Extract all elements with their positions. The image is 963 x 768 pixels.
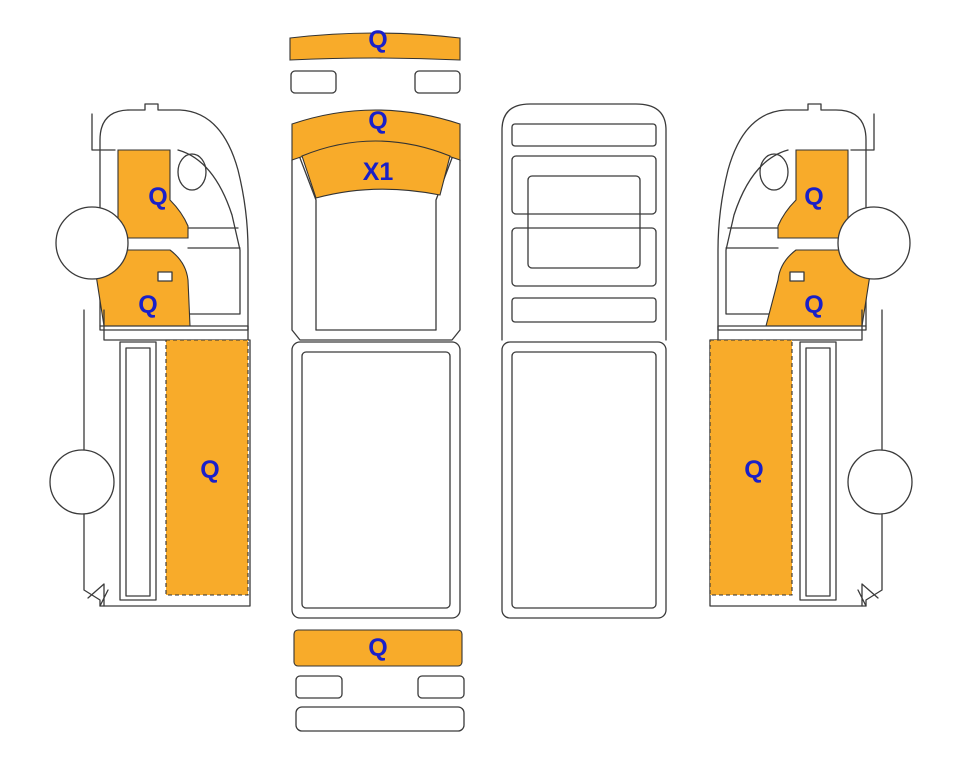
front-headlight-right [414, 70, 461, 94]
hood-code: Q [368, 107, 387, 135]
rear-bumper-panel [293, 629, 463, 667]
underside-bottom-bar [511, 297, 657, 323]
right-cargo-outline [709, 309, 883, 607]
underside-lower-frame [511, 227, 657, 287]
underside-cargo-outline [501, 341, 667, 619]
rear-step [295, 706, 465, 732]
rear-light-right [417, 675, 465, 699]
right-cab-sill [717, 325, 867, 341]
left-cargo-outline [83, 309, 251, 607]
rear-light-left [295, 675, 343, 699]
right-lower-door-panel [765, 249, 873, 327]
top-cab-inner [299, 157, 453, 331]
right-cargo-side-code: Q [744, 456, 763, 484]
left-rear-pillar-inner [125, 347, 151, 597]
underside-center-box [527, 175, 641, 269]
roof-inner [301, 351, 451, 609]
front-bumper-code: Q [368, 26, 387, 54]
left-window-lower [187, 227, 241, 249]
right-upper-door-code: Q [804, 183, 823, 211]
right-cab-inner-frame [850, 113, 875, 151]
left-mirror [177, 153, 207, 191]
left-rear-wheel [49, 449, 115, 515]
windshield-code: X1 [363, 158, 394, 186]
left-cab-sill [99, 325, 249, 341]
underside-top-bar [511, 123, 657, 147]
right-side-view: Q Q Q [709, 103, 913, 607]
right-cab-outline [717, 103, 867, 331]
underside-view [501, 103, 667, 619]
left-side-view: Q Q Q [49, 103, 251, 607]
underside-cargo-inner [511, 351, 657, 609]
front-bumper-panel [289, 32, 461, 61]
right-front-wheel [837, 206, 911, 280]
left-upper-door-panel [117, 149, 189, 239]
left-cargo-side-code: Q [200, 456, 219, 484]
left-cab-inner-frame [91, 113, 116, 151]
right-rear-pillar-inner [805, 347, 831, 597]
right-rear-pillar-outer [799, 341, 837, 601]
left-rear-step [87, 583, 109, 607]
underside-cab-outline [501, 103, 667, 341]
right-mirror [759, 153, 789, 191]
left-lower-door-code: Q [138, 291, 157, 319]
left-front-wheel [55, 206, 129, 280]
roof-outline [291, 341, 461, 619]
right-upper-door-panel [777, 149, 849, 239]
top-cab-outline [291, 159, 461, 341]
rear-bumper-code: Q [368, 634, 387, 662]
left-lower-door-panel [93, 249, 191, 327]
left-cab-outline [99, 103, 249, 331]
right-door-handle [789, 271, 805, 282]
underside-upper-frame [511, 155, 657, 215]
right-window-lower [725, 227, 779, 249]
right-cargo-side-panel [709, 339, 793, 596]
top-view: Q Q X1 Q [289, 26, 465, 732]
windshield-panel [301, 140, 451, 199]
front-headlight-left [290, 70, 337, 94]
right-rear-wheel [847, 449, 913, 515]
right-rear-step [857, 583, 879, 607]
left-door-handle [157, 271, 173, 282]
left-rear-pillar-outer [119, 341, 157, 601]
left-upper-door-code: Q [148, 183, 167, 211]
right-lower-door-code: Q [804, 291, 823, 319]
left-cargo-side-panel [165, 339, 249, 596]
